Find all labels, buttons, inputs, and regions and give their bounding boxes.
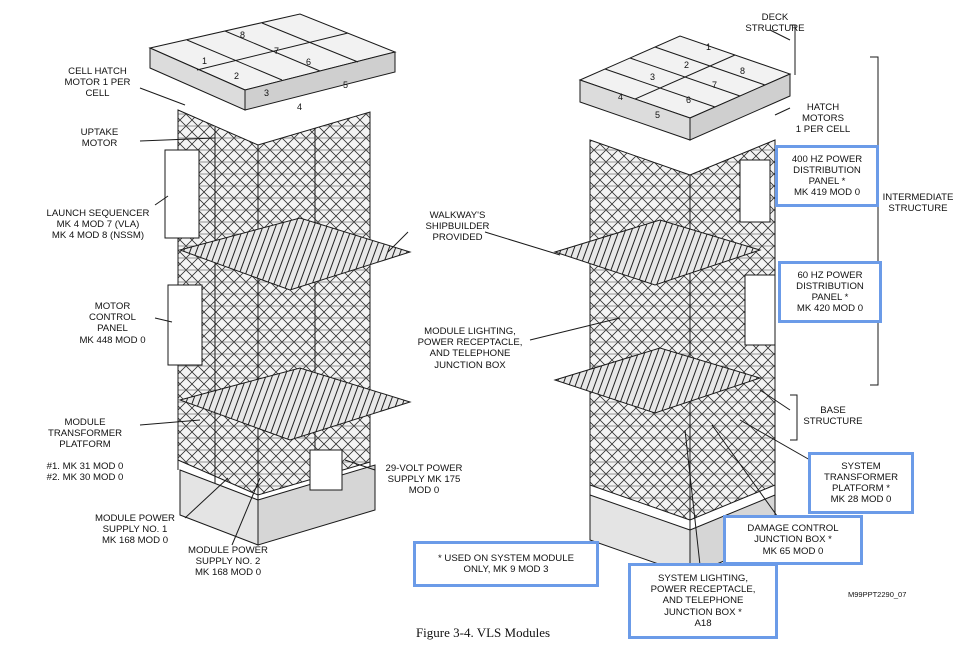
right-cell-5: 5: [655, 110, 661, 120]
power-supply-2-label: MODULE POWER SUPPLY NO. 2 MK 168 MOD 0: [188, 545, 268, 579]
right-cell-7: 7: [712, 80, 718, 90]
left-launch-sequencer-cabinet: [164, 149, 200, 239]
right-walkway-upper: [553, 219, 762, 286]
system-transformer-box: SYSTEM TRANSFORMER PLATFORM * MK 28 MOD …: [808, 452, 914, 514]
left-walkway-upper: [178, 217, 412, 291]
power-supply-1-label: MODULE POWER SUPPLY NO. 1 MK 168 MOD 0: [95, 513, 175, 547]
damage-control-box: DAMAGE CONTROL JUNCTION BOX * MK 65 MOD …: [723, 515, 863, 565]
right-body-front: [589, 139, 691, 521]
left-cell-6: 6: [306, 57, 312, 67]
figure-caption: Figure 3-4. VLS Modules: [415, 625, 551, 640]
motor-control-panel-label: MOTOR CONTROL PANEL MK 448 MOD 0: [79, 301, 146, 346]
left-cell-2: 2: [234, 71, 240, 81]
panel-60hz-box: 60 HZ POWER DISTRIBUTION PANEL * MK 420 …: [778, 261, 882, 323]
left-body-side: [257, 111, 371, 496]
uptake-motor-label: UPTAKE MOTOR: [80, 127, 119, 150]
cell-hatch-motor-label: CELL HATCH MOTOR 1 PER CELL: [64, 66, 131, 100]
right-cell-4: 4: [618, 92, 624, 102]
launch-sequencer-label: LAUNCH SEQUENCER MK 4 MOD 7 (VLA) MK 4 M…: [46, 208, 150, 242]
right-module-drawing: [553, 35, 792, 576]
right-cell-2: 2: [684, 60, 690, 70]
walkways-label: WALKWAY'S SHIPBUILDER PROVIDED: [425, 210, 490, 244]
left-cell-1: 1: [202, 56, 208, 66]
leader-lines: [139, 24, 879, 566]
module-transformer-label: MODULE TRANSFORMER PLATFORM: [47, 417, 123, 451]
left-cell-4: 4: [297, 102, 303, 112]
left-motor-control-cabinet: [167, 284, 203, 366]
transformer-mods-label: #1. MK 31 MOD 0 #2. MK 30 MOD 0: [46, 461, 124, 484]
left-module-drawing: [148, 13, 412, 546]
power-supply-29v-label: 29-VOLT POWER SUPPLY MK 175 MOD 0: [385, 463, 463, 497]
right-cell-1: 1: [706, 42, 712, 52]
module-lighting-label: MODULE LIGHTING, POWER RECEPTACLE, AND T…: [417, 326, 523, 371]
right-walkway-lower: [553, 347, 762, 414]
base-structure-label: BASE STRUCTURE: [803, 405, 863, 428]
intermediate-structure-label: INTERMEDIATE STRUCTURE: [882, 192, 954, 215]
right-cell-3: 3: [650, 72, 656, 82]
left-cell-5: 5: [343, 80, 349, 90]
right-60hz-cabinet: [744, 274, 776, 346]
hatch-motors-label: HATCH MOTORS 1 PER CELL: [795, 102, 851, 136]
drawing-code: M99PPT2290_07: [848, 590, 907, 599]
deck-structure-label: DECK STRUCTURE: [745, 12, 805, 35]
panel-400hz-box: 400 HZ POWER DISTRIBUTION PANEL * MK 419…: [775, 145, 879, 207]
system-lighting-box: SYSTEM LIGHTING, POWER RECEPTACLE, AND T…: [628, 563, 778, 639]
right-cell-6: 6: [686, 95, 692, 105]
system-module-note-box: * USED ON SYSTEM MODULE ONLY, MK 9 MOD 3: [413, 541, 599, 587]
left-cell-3: 3: [264, 88, 270, 98]
left-cell-7: 7: [274, 46, 280, 56]
left-walkway-lower: [178, 367, 412, 441]
right-400hz-cabinet: [739, 159, 771, 223]
right-cell-8: 8: [740, 66, 746, 76]
left-cell-8: 8: [240, 30, 246, 40]
